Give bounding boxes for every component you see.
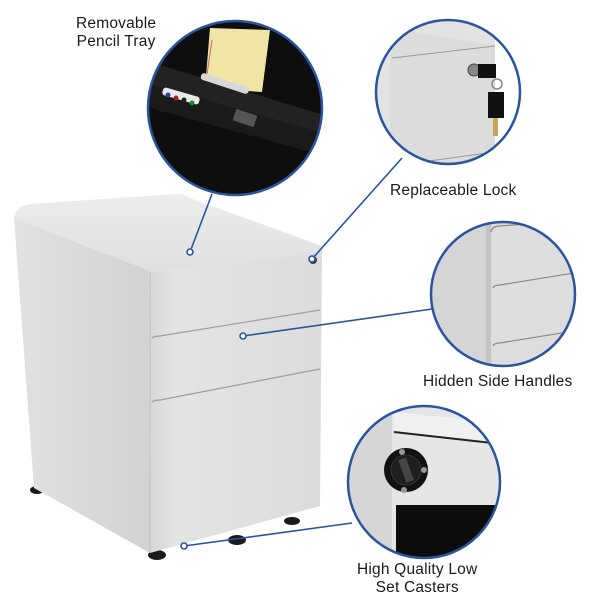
lock-detail	[374, 18, 522, 166]
pencil-tray-label: Removable Pencil Tray	[76, 15, 156, 51]
notepad-icon	[205, 28, 270, 92]
lock-label-line1: Replaceable Lock	[390, 182, 517, 199]
marker-icon	[162, 87, 200, 105]
casters-label-line1: High Quality Low	[357, 561, 478, 578]
callout-dots	[180, 248, 316, 550]
casters-label-line2: Set Casters	[375, 579, 459, 596]
pencil-tray-label-line1: Removable	[76, 15, 157, 32]
side-handles-label-line1: Hidden Side Handles	[423, 373, 573, 390]
pencil-tray-label-line2: Pencil Tray	[76, 33, 156, 50]
pen-icon	[200, 73, 249, 94]
side-handles-label: Hidden Side Handles	[423, 373, 572, 391]
file-cabinet	[14, 194, 322, 560]
paperclips-icon	[232, 108, 258, 128]
casters-label: High Quality Low Set Casters	[357, 561, 477, 597]
caster-foot-icon	[148, 550, 166, 560]
lock-label: Replaceable Lock	[390, 182, 516, 200]
key-icon	[478, 64, 496, 78]
callout-connectors	[183, 157, 433, 547]
pencil-tray-detail	[146, 19, 324, 197]
caster-foot-icon	[284, 517, 300, 525]
side-handles-detail	[429, 220, 577, 368]
casters-detail	[346, 404, 502, 560]
